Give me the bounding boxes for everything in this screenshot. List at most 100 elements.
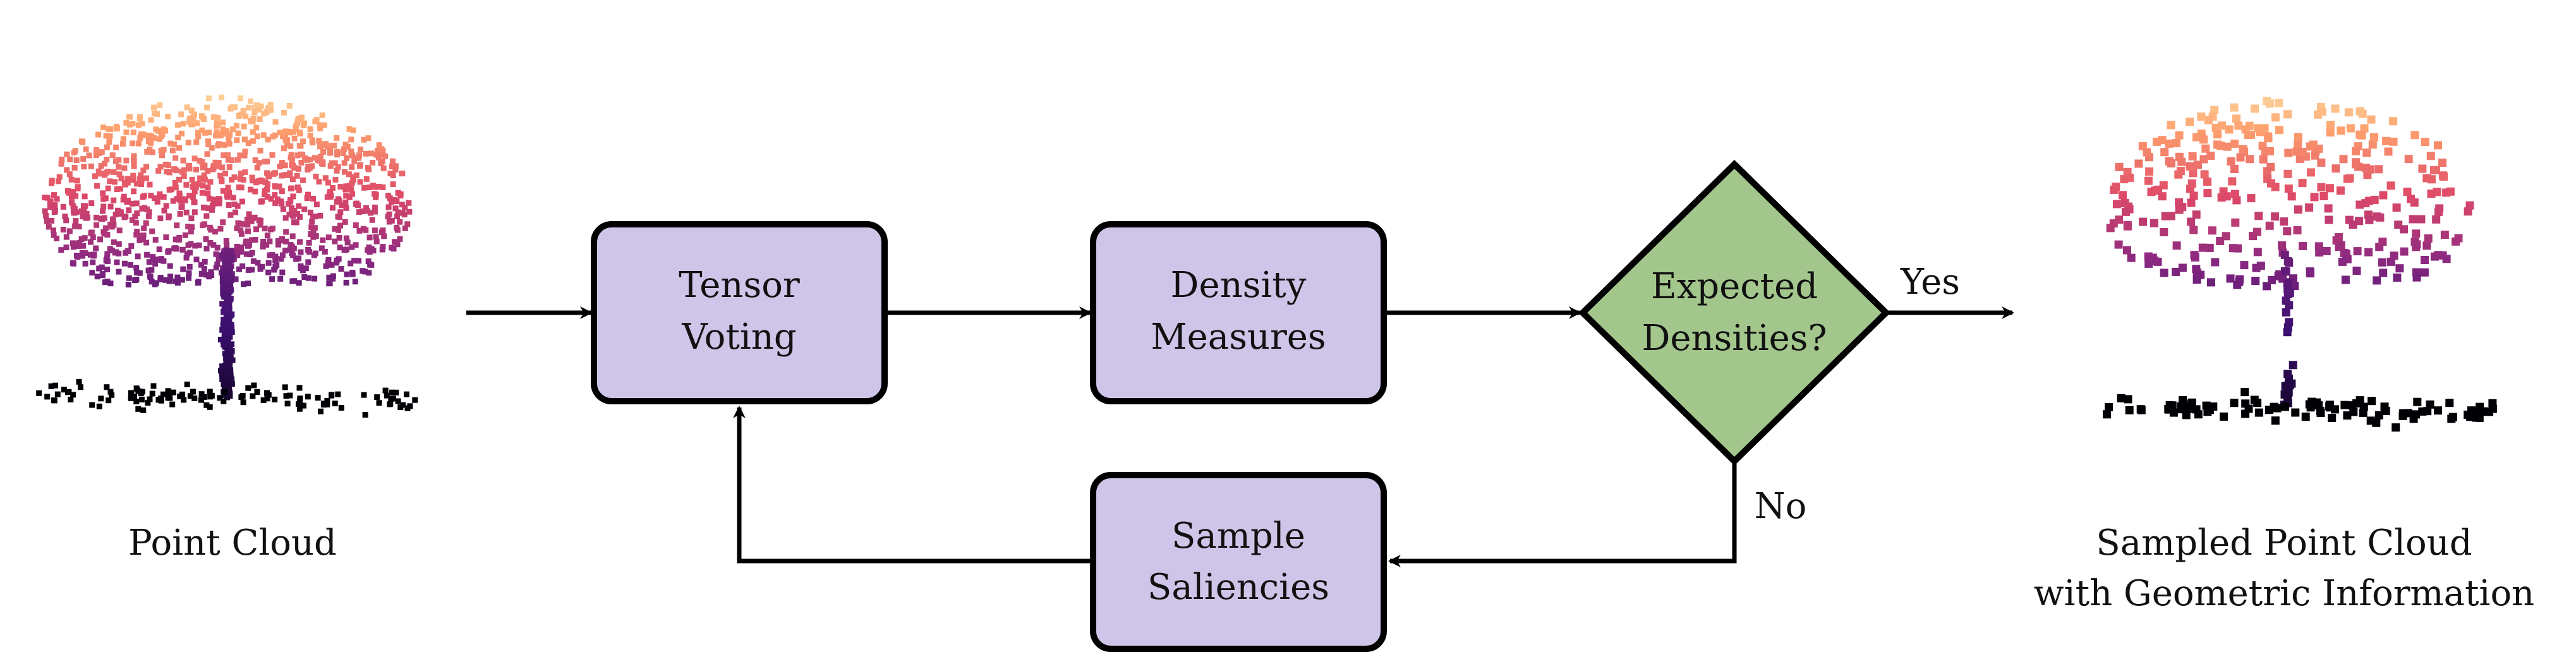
cloud-point (250, 393, 256, 399)
cloud-point (190, 194, 196, 200)
cloud-point (334, 260, 339, 266)
cloud-point (133, 220, 139, 226)
cloud-point (2420, 268, 2429, 277)
cloud-point (2442, 255, 2451, 263)
cloud-point (305, 275, 311, 281)
cloud-point (402, 225, 408, 231)
cloud-point (373, 238, 380, 244)
cloud-point (366, 244, 372, 250)
cloud-point (58, 160, 64, 167)
cloud-point (353, 242, 359, 248)
cloud-point (221, 309, 227, 315)
cloud-point (348, 136, 354, 143)
cloud-point (2373, 276, 2381, 285)
cloud-point (392, 205, 399, 212)
cloud-point (295, 117, 301, 123)
cloud-point (190, 117, 196, 123)
cloud-point (88, 229, 95, 236)
cloud-point (316, 138, 322, 144)
cloud-point (2298, 148, 2307, 156)
cloud-point (313, 202, 320, 208)
cloud-point (221, 322, 227, 329)
cloud-point (171, 141, 177, 147)
cloud-point (202, 221, 207, 227)
cloud-point (44, 394, 51, 400)
cloud-point (194, 120, 200, 126)
cloud-point (104, 267, 111, 272)
cloud-point (203, 272, 210, 278)
cloud-point (287, 246, 293, 253)
cloud-point (306, 239, 312, 246)
cloud-point (2374, 411, 2383, 420)
cloud-point (60, 203, 66, 210)
cloud-point (121, 214, 128, 220)
cloud-point (2196, 270, 2205, 279)
cloud-point (356, 209, 362, 215)
cloud-point (323, 141, 329, 147)
cloud-point (200, 183, 206, 189)
cloud-point (209, 207, 215, 213)
cloud-point (2150, 219, 2158, 227)
cloud-point (258, 103, 264, 109)
cloud-point (225, 315, 231, 321)
cloud-point (63, 217, 70, 224)
cloud-point (172, 236, 179, 243)
cloud-point (215, 114, 221, 121)
cloud-point (2165, 139, 2174, 148)
cloud-point (123, 250, 129, 256)
cloud-point (2112, 200, 2121, 208)
cloud-point (332, 160, 338, 166)
cloud-point (329, 160, 335, 166)
cloud-point (248, 218, 255, 224)
cloud-point (254, 389, 260, 395)
cloud-point (258, 198, 264, 205)
cloud-point (363, 150, 369, 157)
cloud-point (256, 160, 262, 166)
cloud-point (226, 386, 232, 392)
cloud-point (149, 228, 155, 234)
cloud-point (252, 157, 258, 163)
cloud-point (185, 140, 191, 146)
cloud-point (317, 154, 324, 160)
cloud-point (2413, 397, 2422, 406)
cloud-point (128, 395, 134, 401)
cloud-point (89, 270, 95, 276)
cloud-point (2177, 404, 2186, 413)
cloud-point (98, 395, 104, 402)
cloud-point (2199, 135, 2208, 144)
cloud-point (254, 133, 260, 140)
cloud-point (79, 138, 85, 145)
cloud-point (2365, 215, 2374, 224)
cloud-point (286, 201, 291, 207)
cloud-point (2278, 241, 2286, 250)
cloud-point (63, 244, 70, 251)
cloud-point (186, 193, 193, 199)
cloud-point (287, 154, 294, 160)
cloud-point (277, 164, 283, 170)
cloud-point (113, 144, 119, 150)
cloud-point (336, 214, 342, 220)
cloud-point (165, 114, 171, 119)
cloud-point (378, 229, 385, 236)
cloud-point (2318, 107, 2326, 116)
cloud-point (265, 181, 270, 187)
cloud-point (404, 405, 411, 411)
cloud-point (334, 167, 340, 174)
cloud-point (277, 130, 283, 136)
cloud-point (114, 207, 121, 214)
cloud-point (202, 130, 209, 136)
cloud-point (293, 256, 299, 262)
cloud-point (245, 267, 251, 273)
cloud-point (102, 172, 108, 178)
cloud-point (2305, 203, 2314, 212)
cloud-point (42, 208, 48, 214)
cloud-point (376, 400, 382, 406)
cloud-point (126, 114, 132, 120)
cloud-point (353, 222, 359, 228)
cloud-point (298, 160, 305, 166)
cloud-point (223, 238, 229, 244)
cloud-point (2349, 220, 2357, 229)
cloud-point (2283, 370, 2292, 378)
cloud-point (2422, 241, 2431, 250)
cloud-point (279, 252, 286, 258)
